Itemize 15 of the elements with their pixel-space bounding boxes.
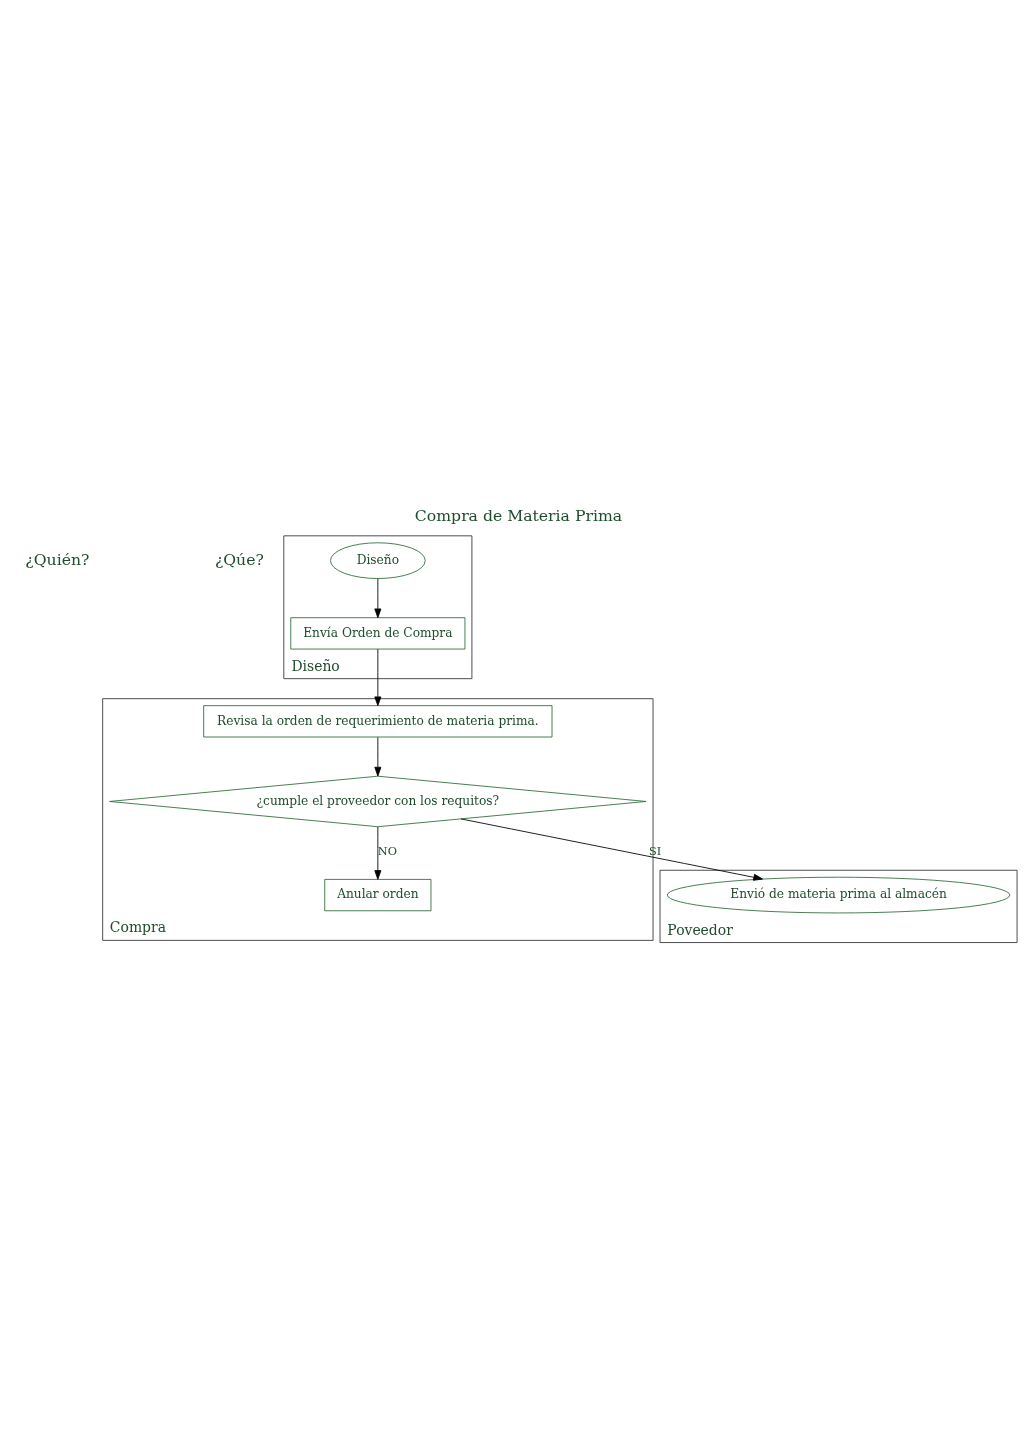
node-box: Revisa la orden de requerimiento de materia prima. — [202, 705, 552, 738]
arrow — [460, 818, 763, 881]
label: ¿Quién? — [24, 549, 89, 569]
arrow — [373, 736, 381, 777]
arrow — [373, 578, 381, 619]
diagram-title: Compra de Materia Prima — [414, 505, 622, 525]
label: ¿Qúe? — [214, 549, 264, 569]
node-box: Anular orden — [323, 878, 431, 912]
arrow — [373, 648, 381, 707]
node-ellipse: Envió de materia prima al almacén — [666, 876, 1010, 914]
node-box: Envía Orden de Compra — [289, 617, 465, 650]
edge-label: NO — [377, 843, 397, 858]
node-ellipse: Diseño — [329, 542, 426, 579]
arrow — [373, 826, 381, 880]
node-diamond: ¿cumple el proveedor con los requitos? — [108, 775, 646, 828]
